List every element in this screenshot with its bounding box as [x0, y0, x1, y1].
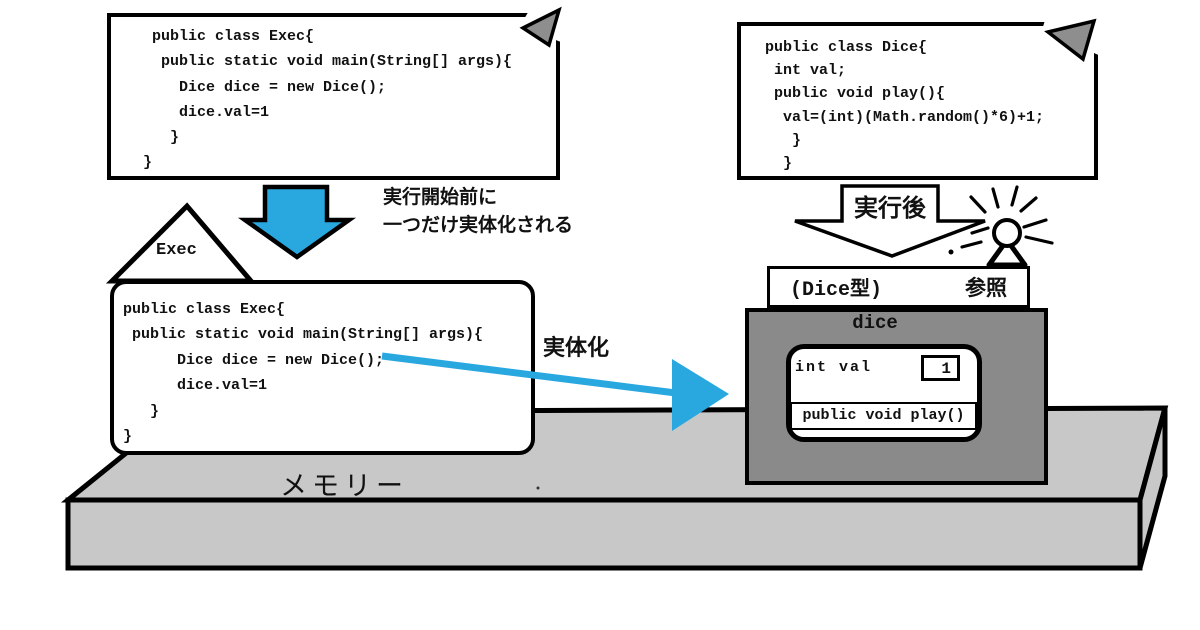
reference-type-label: (Dice型) — [790, 279, 883, 302]
reference-bar: (Dice型) 参照 — [767, 266, 1030, 308]
dice-source-card — [737, 22, 1098, 180]
reference-label: 参照 — [965, 276, 1007, 300]
exec-source-card — [107, 13, 560, 180]
dice-object-title: dice — [852, 312, 898, 334]
ink-dot — [536, 486, 540, 490]
exec-source-code: public class Exec{ public static void ma… — [143, 28, 513, 172]
after-execution-label: 実行後 — [854, 194, 926, 222]
instantiation-note: 実行開始前に 一つだけ実体化される — [383, 186, 574, 236]
shine-beacon-icon — [948, 185, 1054, 268]
exec-roof-label: Exec — [156, 241, 197, 260]
dice-field-value-box: 1 — [921, 355, 960, 381]
dice-field-label: int val — [795, 359, 873, 376]
memory-slab-front-face — [65, 497, 1143, 571]
dice-source-code: public class Dice{ int val; public void … — [765, 39, 1045, 173]
memory-slab-right-face — [1137, 407, 1168, 569]
exec-memory-code: public class Exec{ public static void ma… — [123, 301, 484, 446]
instantiation-arrow-label: 実体化 — [543, 336, 610, 361]
memory-label: メモリー — [280, 471, 408, 502]
blue-down-arrow-icon — [237, 184, 357, 260]
dice-method-box: public void play() — [790, 402, 977, 430]
